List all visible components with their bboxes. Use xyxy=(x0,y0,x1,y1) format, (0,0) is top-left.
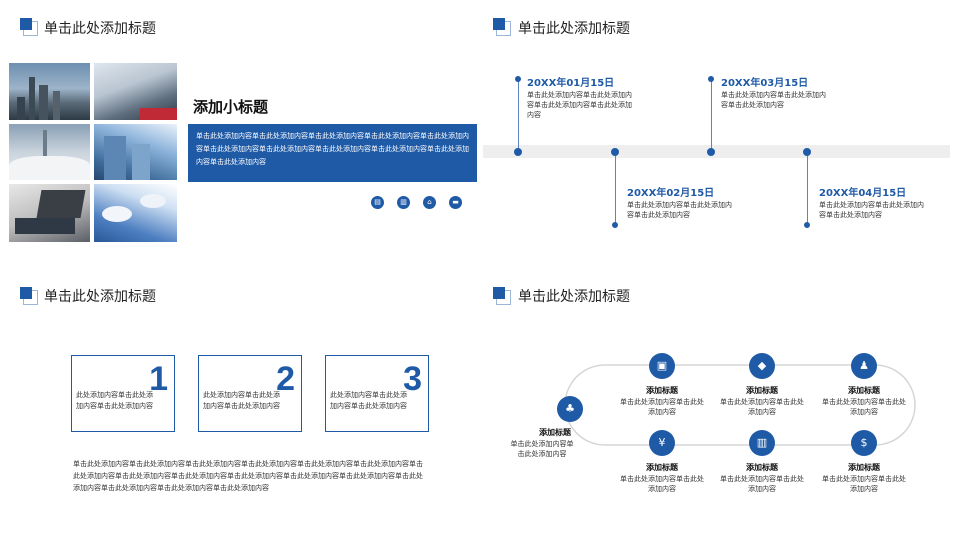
timeline-marker xyxy=(515,76,521,82)
timeline-connector xyxy=(518,80,519,150)
timeline-bar xyxy=(483,145,950,158)
money-icon: ¥ xyxy=(649,430,675,456)
home-icon[interactable]: ⌂ xyxy=(423,196,436,209)
box-text: 此处添加内容单击此处添加内容单击此处添加内容 xyxy=(76,391,153,410)
section-title: 单击此处添加标题 xyxy=(518,21,630,37)
box-number: 2 xyxy=(276,360,295,398)
body-paragraph: 单击此处添加内容单击此处添加内容单击此处添加内容单击此处添加内容单击此处添加内容… xyxy=(73,460,423,492)
numbered-box: 此处添加内容单击此处添加内容单击此处添加内容 2 xyxy=(198,355,302,432)
sky-building-photo xyxy=(94,184,177,242)
event-text: 单击此处添加内容单击此处添加内容单击此处添加内容单击此处添加内容 xyxy=(527,91,632,119)
chart-icon[interactable]: ▥ xyxy=(397,196,410,209)
person-icon: ♟ xyxy=(851,353,877,379)
title-square-icon xyxy=(20,18,38,36)
event-date: 20XX年04月15日 xyxy=(819,188,907,199)
bar-chart-icon: ▥ xyxy=(749,430,775,456)
title-square-icon xyxy=(20,287,38,305)
node-title: 添加标题 xyxy=(848,386,880,395)
title-square-icon xyxy=(493,287,511,305)
section-title: 单击此处添加标题 xyxy=(44,21,156,37)
timeline-marker xyxy=(804,222,810,228)
title-square-icon xyxy=(493,18,511,36)
building-roof-photo xyxy=(94,63,177,120)
event-text: 单击此处添加内容单击此处添加内容单击此处添加内容 xyxy=(627,201,732,219)
node-text: 单击此处添加内容单击此处添加内容 xyxy=(510,440,574,458)
subtitle: 添加小标题 xyxy=(193,98,269,116)
timeline-connector xyxy=(711,80,712,150)
clouds-city-photo xyxy=(9,124,90,180)
node-title: 添加标题 xyxy=(539,428,571,437)
node-text: 单击此处添加内容单击此处添加内容 xyxy=(620,475,704,493)
event-date: 20XX年02月15日 xyxy=(627,188,715,199)
section-title: 单击此处添加标题 xyxy=(518,289,630,305)
report-icon[interactable]: ▤ xyxy=(371,196,384,209)
laptop-work-photo xyxy=(9,184,90,242)
node-title: 添加标题 xyxy=(746,463,778,472)
timeline-dot xyxy=(611,148,619,156)
event-text: 单击此处添加内容单击此处添加内容单击此处添加内容 xyxy=(721,91,826,109)
event-date: 20XX年01月15日 xyxy=(527,78,615,89)
glass-tower-photo xyxy=(94,124,177,180)
node-title: 添加标题 xyxy=(848,463,880,472)
numbered-box: 此处添加内容单击此处添加内容单击此处添加内容 3 xyxy=(325,355,429,432)
team-icon: ♣ xyxy=(557,396,583,422)
node-text: 单击此处添加内容单击此处添加内容 xyxy=(822,398,906,416)
node-text: 单击此处添加内容单击此处添加内容 xyxy=(720,475,804,493)
timeline-dot xyxy=(803,148,811,156)
timeline-dot xyxy=(514,148,522,156)
node-text: 单击此处添加内容单击此处添加内容 xyxy=(822,475,906,493)
box-number: 1 xyxy=(149,360,168,398)
timeline-connector xyxy=(807,152,808,226)
box-number: 3 xyxy=(403,360,422,398)
event-text: 单击此处添加内容单击此处添加内容单击此处添加内容 xyxy=(819,201,924,219)
hand-coin-icon: $ xyxy=(851,430,877,456)
node-text: 单击此处添加内容单击此处添加内容 xyxy=(720,398,804,416)
box-text: 此处添加内容单击此处添加内容单击此处添加内容 xyxy=(330,391,407,410)
wallet-icon[interactable]: ▬ xyxy=(449,196,462,209)
node-title: 添加标题 xyxy=(646,463,678,472)
timeline-dot xyxy=(707,148,715,156)
timeline-marker xyxy=(612,222,618,228)
timeline-marker xyxy=(708,76,714,82)
numbered-box: 此处添加内容单击此处添加内容单击此处添加内容 1 xyxy=(71,355,175,432)
event-date: 20XX年03月15日 xyxy=(721,78,809,89)
box-text: 此处添加内容单击此处添加内容单击此处添加内容 xyxy=(203,391,280,410)
node-title: 添加标题 xyxy=(746,386,778,395)
content-box: 单击此处添加内容单击此处添加内容单击此处添加内容单击此处添加内容单击此处添加内容… xyxy=(188,124,477,182)
timeline-connector xyxy=(615,152,616,226)
section-title: 单击此处添加标题 xyxy=(44,289,156,305)
node-text: 单击此处添加内容单击此处添加内容 xyxy=(620,398,704,416)
city-skyline-photo xyxy=(9,63,90,120)
id-card-icon: ▣ xyxy=(649,353,675,379)
diamond-icon: ◆ xyxy=(749,353,775,379)
node-title: 添加标题 xyxy=(646,386,678,395)
